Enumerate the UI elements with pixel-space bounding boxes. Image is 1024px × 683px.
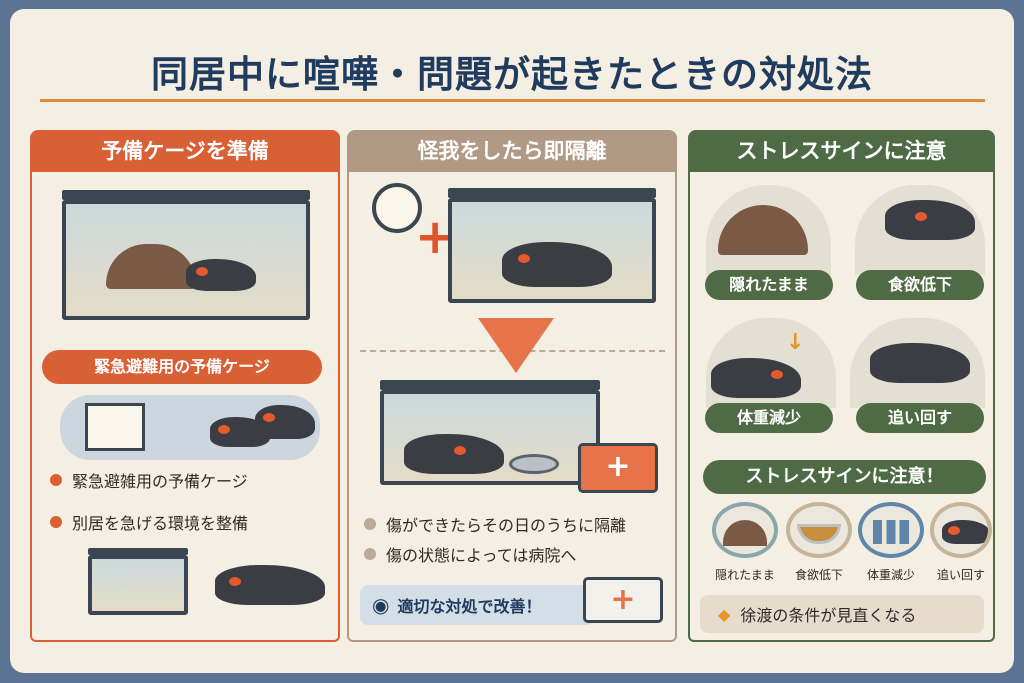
column-isolate [347,172,677,642]
footer-text: 徐渡の条件が見直くなる [740,606,917,625]
checklist-fight-illustration [60,395,320,460]
sign-label: 食欲低下 [856,270,984,300]
title-divider [40,99,985,102]
lizard-icon [404,434,504,474]
checklist-icon [85,403,145,451]
small-sign-label: 隠れたまま [715,568,775,582]
sign-label: 体重減少 [705,403,833,433]
weight-loss-illustration: ↓ [706,318,836,408]
bullet-text: 別居を急げる環境を整備 [72,514,249,533]
diamond-icon: ◆ [718,604,731,624]
tank-illustration [448,188,656,308]
cave-icon [712,502,778,558]
page-title: 同居中に喧嘩・問題が起きたときの対処法 [151,53,873,96]
small-sign-label: 体重減少 [866,568,915,582]
small-tank-illustration [88,548,188,616]
spare-cage-pill: 緊急避難用の予備ケージ [42,350,322,384]
bullet-item: 別居を急げる環境を整備 [50,510,248,534]
column-stress-signs [688,172,995,642]
injured-lizard-icon [502,242,612,287]
lizard-icon [255,405,315,439]
tank-illustration [62,190,310,325]
first-aid-kit-icon: + [578,443,658,493]
sign-label: 追い回す [856,403,984,433]
improvement-banner: ◉ 適切な対処で改善！ [360,585,595,625]
bullet-item: 傷ができたらその日のうちに隔離 [364,512,626,536]
header-spare-cage: 予備ケージを準備 [30,130,340,172]
water-bowl-icon [509,454,559,474]
arrow-down-icon: ↓ [786,330,805,355]
banner-text: 適切な対処で改善！ [397,597,542,616]
chasing-illustration [850,318,985,408]
header-stress-signs: ストレスサインに注意 [688,130,995,172]
lizard-icon [186,259,256,291]
arrow-down-icon [478,318,554,373]
small-sign-label: 食欲低下 [794,568,843,582]
bullet-item: 傷の状態によっては病院へ [364,542,576,566]
clock-icon [372,183,422,233]
bullet-text: 緊急避雑用の予備ケージ [72,472,248,491]
lizard-icon [215,565,325,605]
bar-chart-icon [858,502,924,558]
column-spare-cage [30,172,340,642]
bullet-text: 傷ができたらその日のうちに隔離 [386,516,627,535]
appetite-illustration [855,185,985,275]
stress-warning-pill: ストレスサインに注意！ [703,460,986,494]
sign-label: 隠れたまま [705,270,833,300]
lizard-icon [930,502,992,558]
bullet-item: 緊急避雑用の予備ケージ [50,468,248,492]
hide-cave-icon [106,244,196,289]
small-sign-label: 追い回す [936,568,985,582]
food-bowl-icon [786,502,852,558]
footer-note: ◆ 徐渡の条件が見直くなる [700,595,984,633]
bullet-text: 傷の状態によっては病院へ [386,546,577,565]
header-isolate: 怪我をしたら即隔離 [347,130,677,172]
hiding-illustration [706,185,831,275]
isolation-tank-illustration [380,380,600,490]
first-aid-kit-icon: + [583,577,663,623]
eye-icon: ◉ [372,593,390,617]
